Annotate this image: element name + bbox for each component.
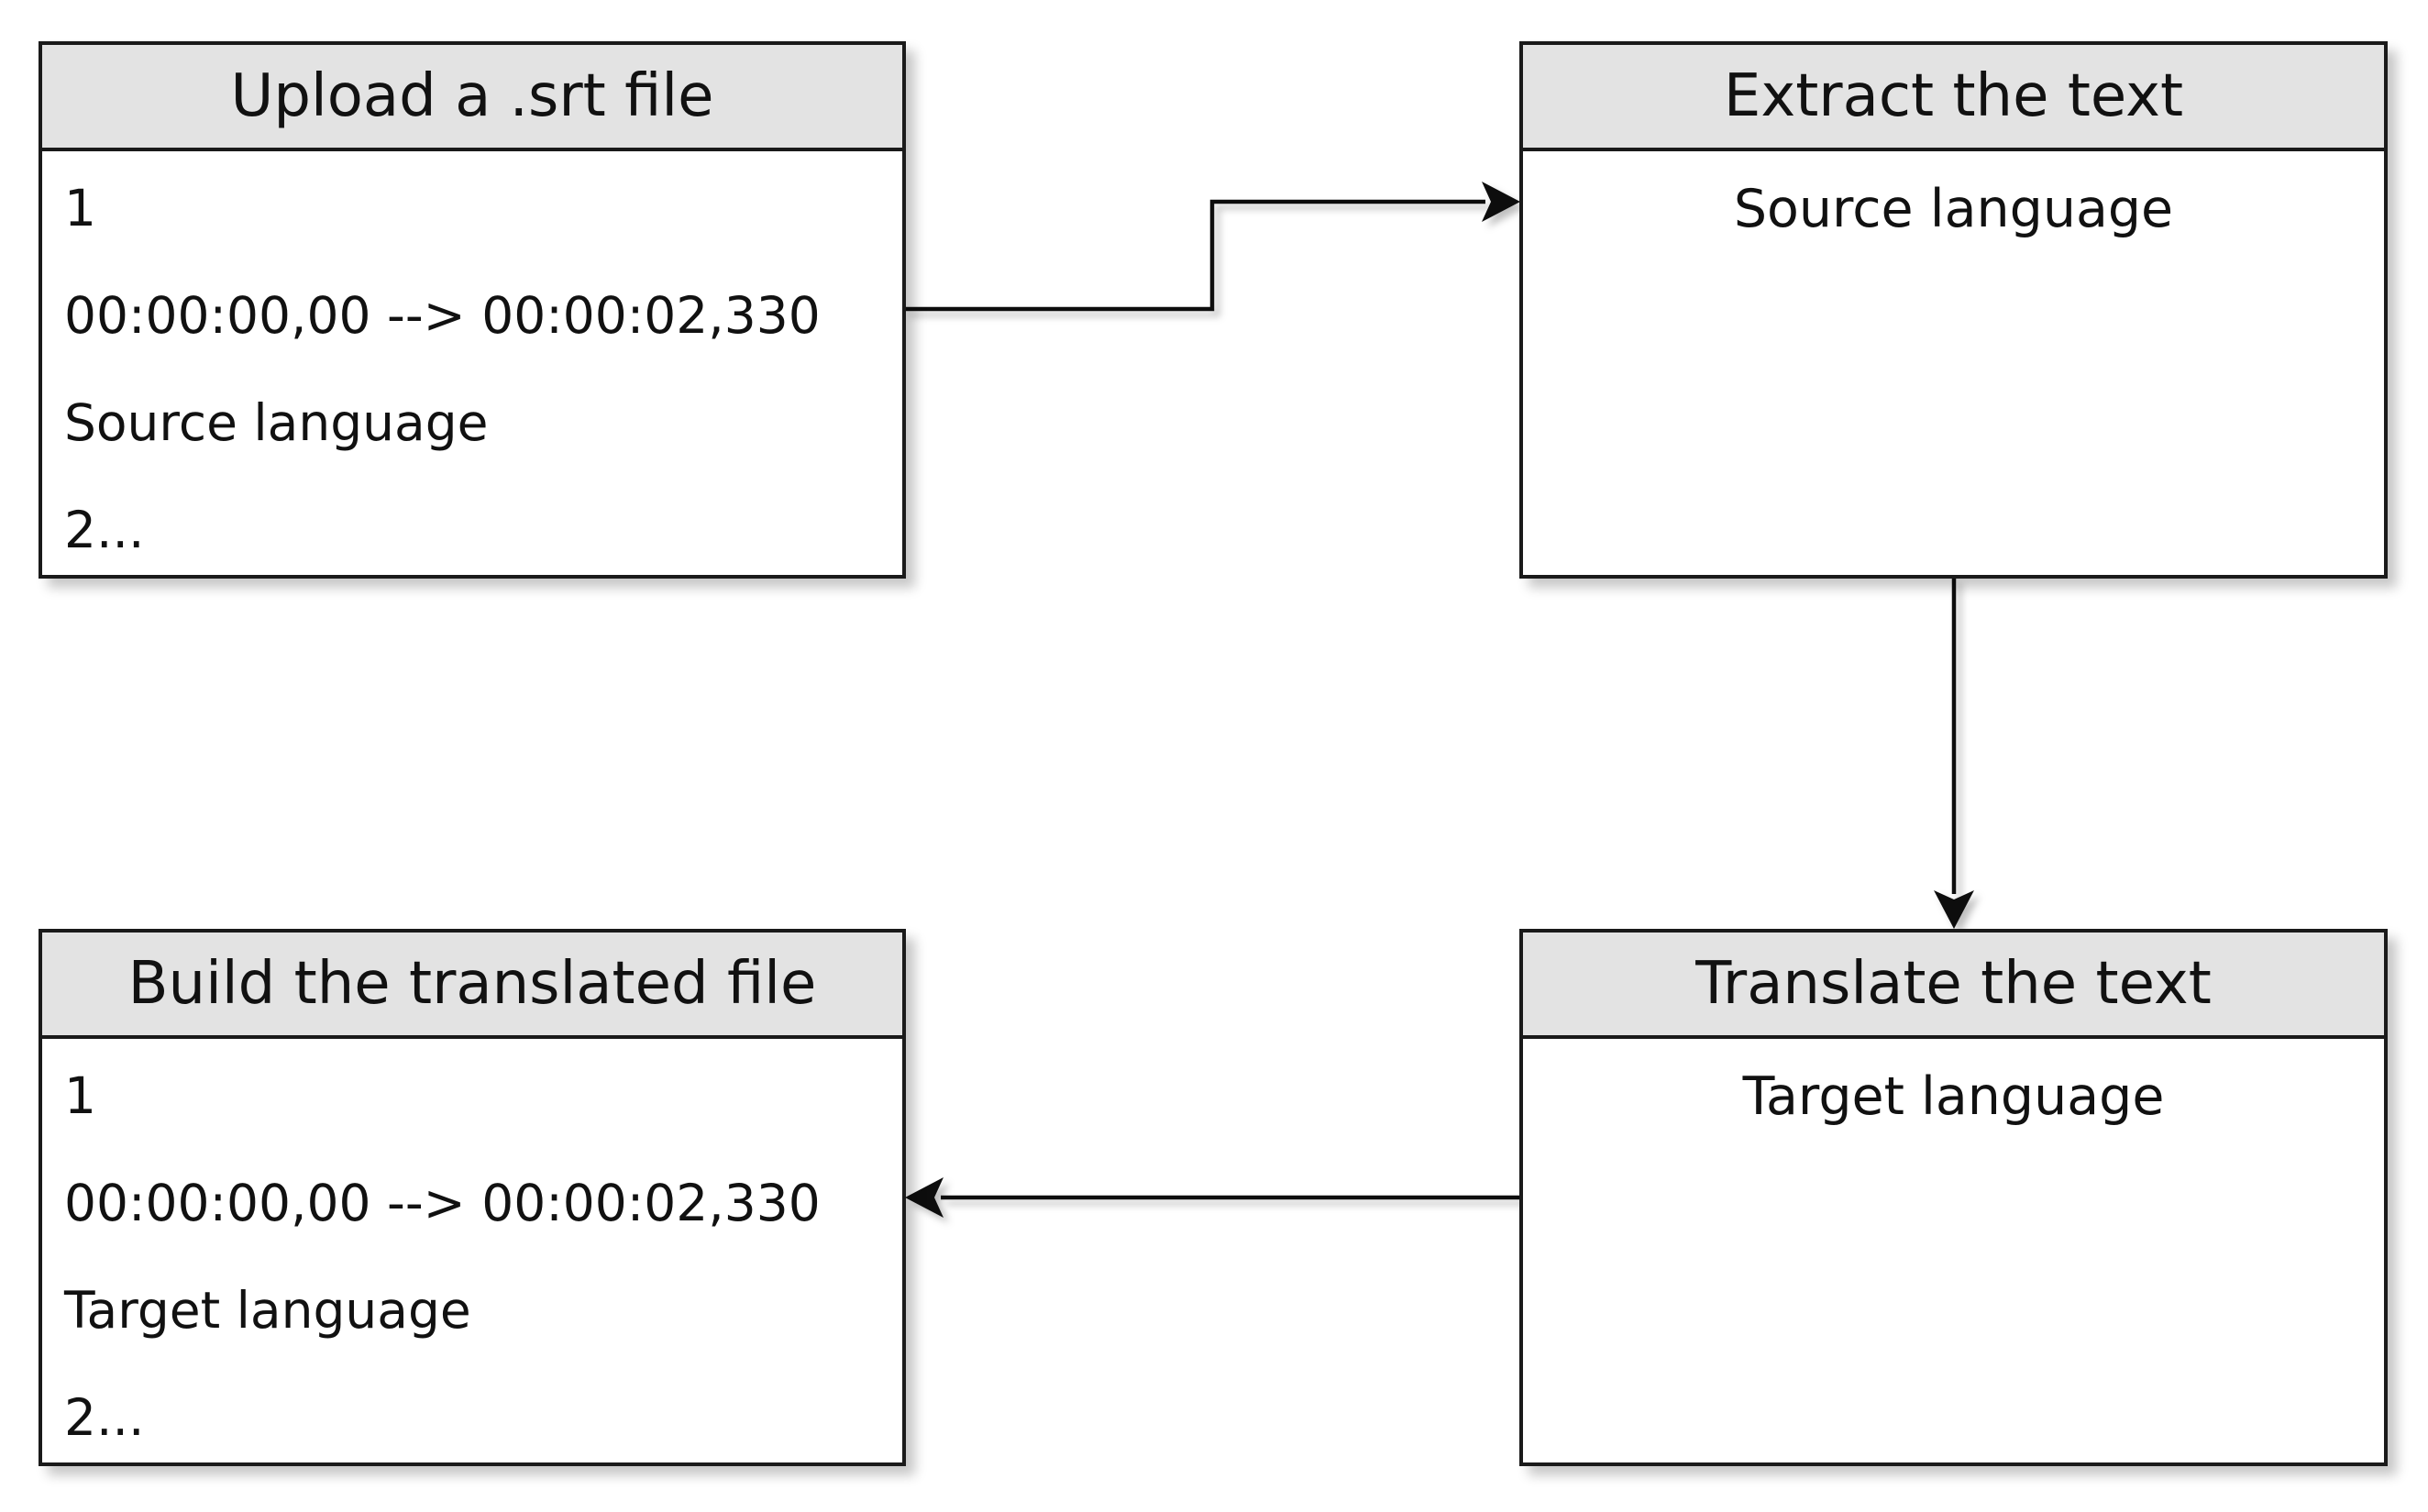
- arrow-upload-to-extract: [904, 199, 1485, 312]
- extract-line-language: Source language: [1733, 179, 2174, 239]
- extract-text-box: Extract the text Source language: [1519, 41, 2388, 579]
- arrowhead-extract-to-translate: [1934, 890, 1974, 929]
- build-translated-file-title: Build the translated file: [42, 933, 902, 1039]
- upload-line-text: Source language: [64, 393, 489, 452]
- build-line-text: Target language: [64, 1281, 471, 1340]
- upload-line-next: 2...: [64, 501, 145, 559]
- build-line-index: 1: [64, 1066, 96, 1125]
- translate-text-box: Translate the text Target language: [1519, 929, 2388, 1466]
- upload-srt-box: Upload a .srt file 1 00:00:00,00 --> 00:…: [39, 41, 906, 579]
- upload-srt-title: Upload a .srt file: [42, 45, 902, 151]
- arrowhead-translate-to-build: [905, 1177, 944, 1218]
- build-line-next: 2...: [64, 1388, 145, 1447]
- build-line-timestamp: 00:00:00,00 --> 00:00:02,330: [64, 1174, 821, 1232]
- translate-text-title: Translate the text: [1523, 933, 2384, 1039]
- extract-text-title: Extract the text: [1523, 45, 2384, 151]
- translate-line-language: Target language: [1742, 1066, 2165, 1127]
- build-translated-file-box: Build the translated file 1 00:00:00,00 …: [39, 929, 906, 1466]
- upload-line-index: 1: [64, 179, 96, 237]
- upload-line-timestamp: 00:00:00,00 --> 00:00:02,330: [64, 286, 821, 345]
- arrowhead-upload-to-extract: [1482, 182, 1520, 222]
